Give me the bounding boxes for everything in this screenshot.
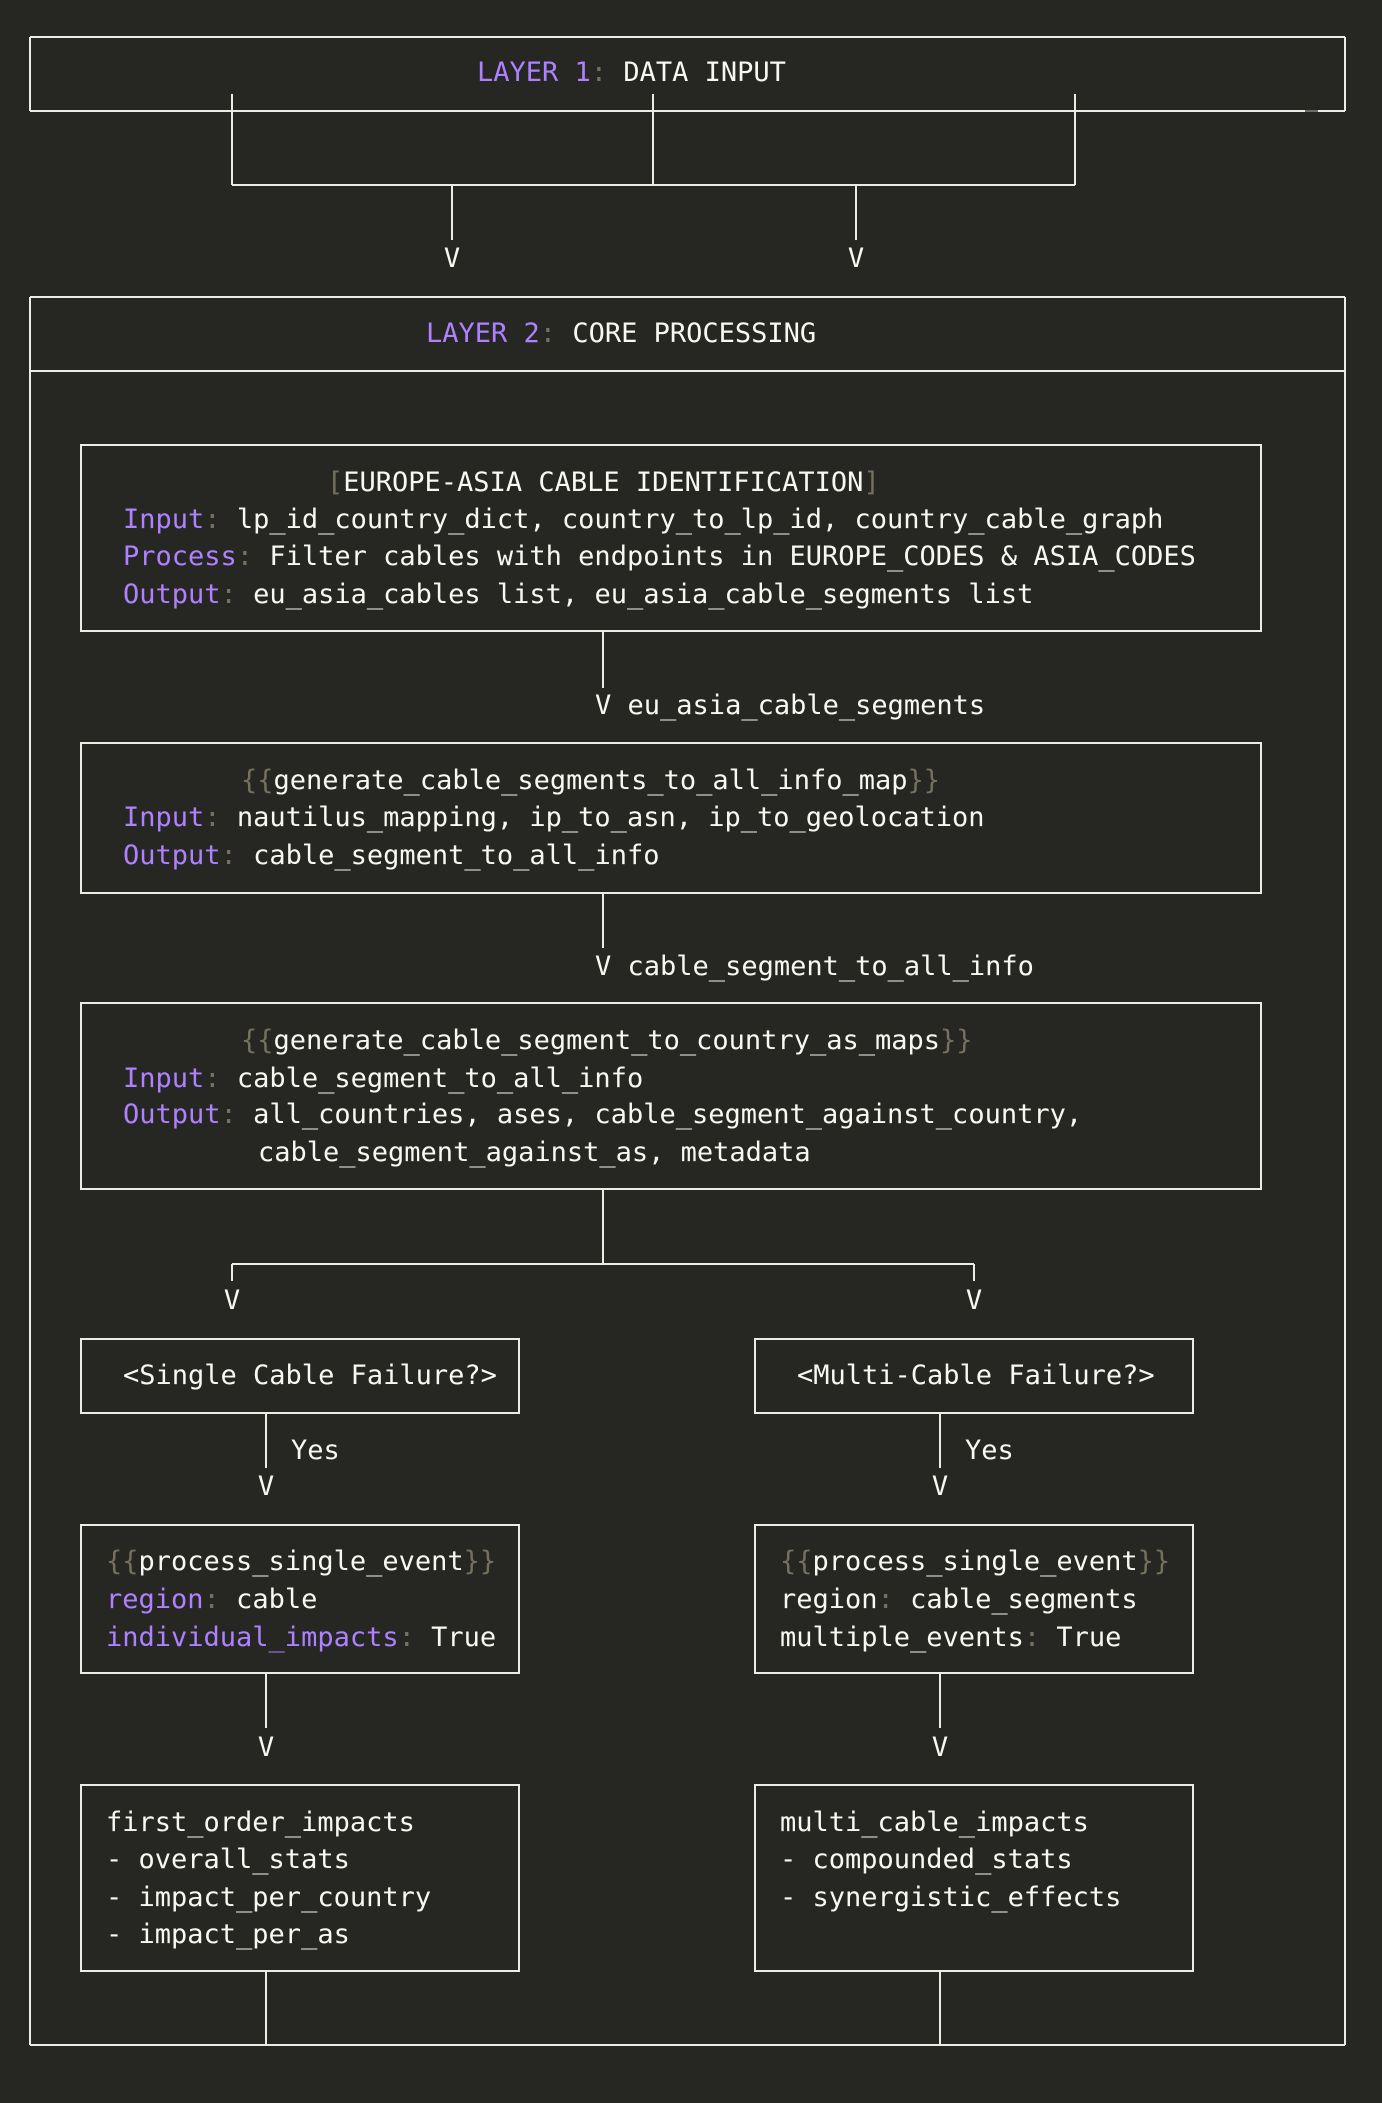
layer2-label: LAYER 2 — [426, 318, 540, 349]
output-key: Output — [123, 1099, 221, 1130]
edge-label-text: cable_segment_to_all_info — [627, 951, 1034, 982]
output-row-continued: cable_segment_against_as, metadata — [258, 1137, 811, 1168]
box-title: multi_cable_impacts — [780, 1807, 1089, 1838]
output-key: Output — [123, 579, 221, 610]
arrow-head: V — [847, 243, 865, 274]
decision-single-cable: <Single Cable Failure?> — [123, 1360, 497, 1391]
input-value: nautilus_mapping, ip_to_asn, ip_to_geolo… — [236, 802, 985, 833]
arrow-head: V — [257, 1471, 275, 1502]
output-row: Output: eu_asia_cables list, eu_asia_cab… — [123, 579, 1034, 610]
output-value: all_countries, ases, cable_segment_again… — [253, 1099, 1083, 1130]
arrow-head: V — [931, 1732, 949, 1763]
input-row: Input: cable_segment_to_all_info — [123, 1063, 644, 1094]
layer1-title: LAYER 1: DATA INPUT — [477, 54, 786, 92]
input-value: lp_id_country_dict, country_to_lp_id, co… — [236, 504, 1164, 535]
input-value: cable_segment_to_all_info — [236, 1063, 644, 1094]
list-item: - compounded_stats — [780, 1844, 1073, 1875]
decision-multi-cable: <Multi-Cable Failure?> — [797, 1360, 1155, 1391]
list-item: - impact_per_as — [106, 1919, 350, 1950]
output-value: cable_segment_to_all_info — [253, 840, 660, 871]
layer1-separator: : — [590, 57, 608, 88]
layer2-title: LAYER 2: CORE PROCESSING — [426, 315, 816, 353]
brace-open: {{ — [241, 765, 274, 796]
output-row: Output: all_countries, ases, cable_segme… — [123, 1099, 1083, 1130]
input-key: Input — [123, 504, 205, 535]
output-key: Output — [123, 840, 221, 871]
yes-label: Yes — [965, 1435, 1014, 1466]
brace-close: }} — [1137, 1546, 1171, 1577]
bracket-open: [ — [327, 467, 344, 498]
param-key: region — [106, 1584, 204, 1615]
process-value: Filter cables with endpoints in EUROPE_C… — [269, 541, 1196, 572]
layer1-name: DATA INPUT — [623, 57, 786, 88]
list-item: - overall_stats — [106, 1844, 350, 1875]
layer2-separator: : — [539, 318, 557, 349]
arrow-head: V — [443, 243, 461, 274]
arrow-head: V — [965, 1285, 983, 1316]
arrow-head: V — [595, 951, 612, 982]
box-title-text: process_single_event — [138, 1546, 464, 1577]
box-title: first_order_impacts — [106, 1807, 415, 1838]
input-row: Input: nautilus_mapping, ip_to_asn, ip_t… — [123, 802, 985, 833]
edge-label: V cable_segment_to_all_info — [595, 948, 1034, 986]
output-row: Output: cable_segment_to_all_info — [123, 840, 660, 871]
input-key: Input — [123, 802, 205, 833]
param-row: multiple_events: True — [780, 1622, 1122, 1653]
box-title-text: EUROPE-ASIA CABLE IDENTIFICATION — [343, 467, 864, 498]
param-row: region: cable_segments — [780, 1584, 1138, 1615]
brace-close: }} — [463, 1546, 497, 1577]
box-title: {{process_single_event}} — [106, 1543, 496, 1581]
edge-label: V eu_asia_cable_segments — [595, 687, 985, 725]
box-title: [EUROPE-ASIA CABLE IDENTIFICATION] — [327, 464, 880, 502]
list-item: - impact_per_country — [106, 1882, 432, 1913]
input-row: Input: lp_id_country_dict, country_to_lp… — [123, 504, 1164, 535]
arrow-head: V — [595, 690, 612, 721]
box-title-text: process_single_event — [812, 1546, 1138, 1577]
list-item: - synergistic_effects — [780, 1882, 1122, 1913]
process-row: Process: Filter cables with endpoints in… — [123, 541, 1196, 572]
layer1-label: LAYER 1 — [477, 57, 591, 88]
arrow-head: V — [223, 1285, 241, 1316]
brace-close: }} — [907, 765, 940, 796]
param-key: region — [780, 1584, 878, 1615]
box-title: {{generate_cable_segments_to_all_info_ma… — [241, 762, 940, 800]
param-row: individual_impacts: True — [106, 1622, 497, 1653]
box-title-text: generate_cable_segment_to_country_as_map… — [273, 1025, 940, 1056]
param-value: cable — [236, 1584, 318, 1615]
bracket-close: ] — [863, 467, 880, 498]
brace-open: {{ — [780, 1546, 813, 1577]
output-value: eu_asia_cables list, eu_asia_cable_segme… — [253, 579, 1034, 610]
param-key: individual_impacts — [106, 1622, 399, 1653]
box-title-text: generate_cable_segments_to_all_info_map — [273, 765, 908, 796]
edge-label-text: eu_asia_cable_segments — [627, 690, 986, 721]
param-value: True — [1056, 1622, 1122, 1653]
brace-open: {{ — [241, 1025, 274, 1056]
yes-label: Yes — [291, 1435, 340, 1466]
box-title: {{generate_cable_segment_to_country_as_m… — [241, 1022, 973, 1060]
box-title: {{process_single_event}} — [780, 1543, 1170, 1581]
param-row: region: cable — [106, 1584, 318, 1615]
param-key: multiple_events — [780, 1622, 1024, 1653]
arrow-head: V — [931, 1471, 949, 1502]
layer2-name: CORE PROCESSING — [572, 318, 817, 349]
param-value: cable_segments — [910, 1584, 1138, 1615]
brace-close: }} — [940, 1025, 973, 1056]
param-value: True — [431, 1622, 497, 1653]
input-key: Input — [123, 1063, 205, 1094]
brace-open: {{ — [106, 1546, 139, 1577]
arrow-head: V — [257, 1732, 275, 1763]
process-key: Process — [123, 541, 237, 572]
